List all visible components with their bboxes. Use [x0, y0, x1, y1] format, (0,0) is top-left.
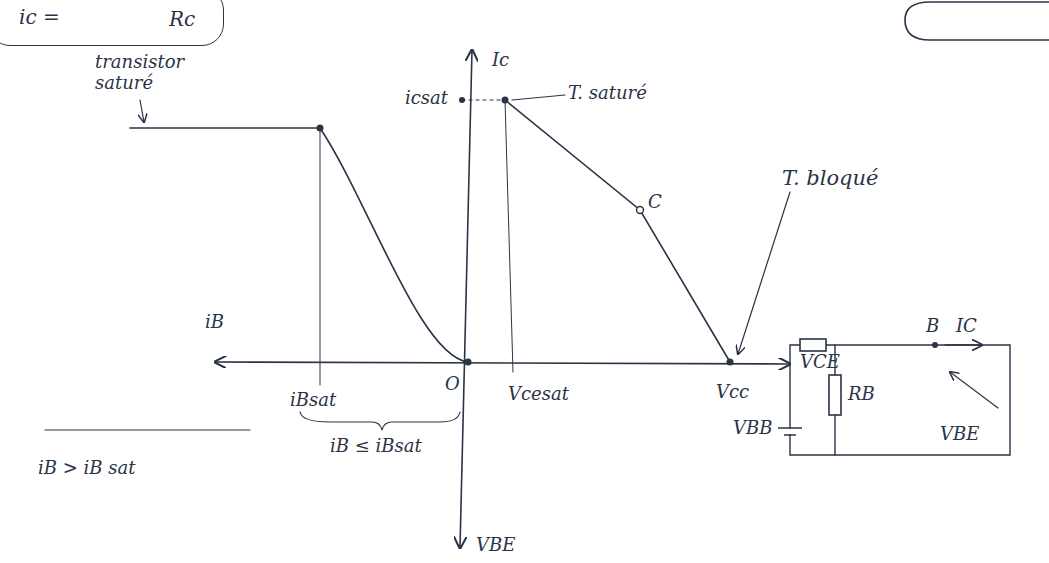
- load-line: [505, 100, 730, 362]
- point: [502, 97, 509, 104]
- formula-box: ic = Rc: [0, 0, 224, 46]
- axis-label: VCE: [800, 352, 840, 373]
- transfer-curve: [130, 128, 468, 362]
- point: [317, 125, 324, 132]
- battery-symbol: [778, 428, 802, 435]
- voltage-arrow: [950, 372, 998, 408]
- vertical-axis: [460, 50, 472, 548]
- leader-line: [512, 95, 565, 100]
- value-label: Vcesat: [508, 384, 569, 405]
- axis-label: VBE: [476, 535, 515, 556]
- vcesat-line: [505, 100, 513, 372]
- pin-name: B: [926, 316, 939, 337]
- node-dot: [932, 342, 938, 348]
- component-name: VBB: [733, 418, 772, 439]
- value-label: iBsat: [290, 390, 336, 411]
- point: [637, 207, 644, 214]
- state-note: T. bloqué: [782, 166, 878, 190]
- brace: [45, 429, 250, 430]
- condition-label: iB ≤ iBsat: [330, 436, 422, 457]
- brace: [300, 412, 460, 430]
- leader-arrow: [738, 192, 790, 354]
- horizontal-axis: [215, 362, 790, 364]
- formula-box: [905, 2, 1049, 40]
- value-label: Vcc: [716, 382, 749, 403]
- circuit-wire: [790, 345, 1010, 455]
- axis-label: iB: [205, 312, 224, 333]
- ibsat-line: [320, 128, 321, 385]
- battery-gap: [785, 429, 795, 434]
- point-label: O: [445, 374, 460, 395]
- signal-name: VBE: [940, 424, 979, 445]
- formula-text: Rc: [169, 7, 195, 31]
- axis-label: Ic: [492, 50, 509, 71]
- point-label: C: [648, 192, 662, 213]
- signal-name: IC: [956, 316, 977, 337]
- state-note: transistor saturé: [95, 52, 195, 93]
- state-note: T. saturé: [568, 83, 647, 104]
- resistor-symbol: [829, 375, 841, 415]
- point: [727, 359, 734, 366]
- formula-text: ic =: [19, 5, 60, 29]
- value-label: icsat: [405, 88, 448, 109]
- icsat-dash: [462, 99, 503, 100]
- component-name: RB: [848, 384, 875, 405]
- point: [465, 359, 472, 366]
- point: [459, 97, 465, 103]
- current-arrow: [945, 344, 982, 345]
- resistor-symbol: [800, 339, 826, 351]
- condition-label: iB > iB sat: [38, 458, 135, 479]
- leader-arrow: [140, 100, 144, 122]
